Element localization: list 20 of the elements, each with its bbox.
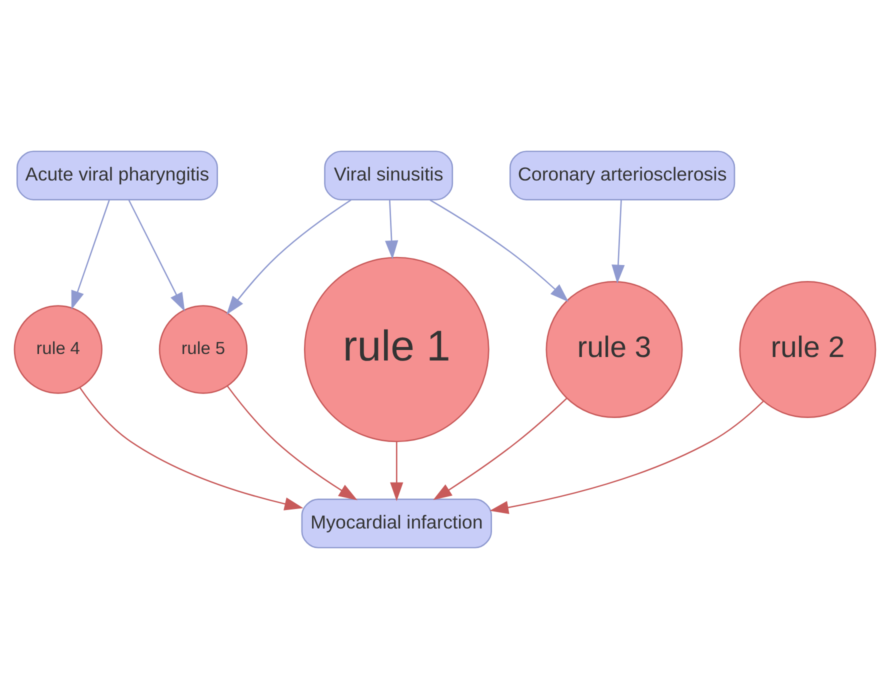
arrow [432, 397, 567, 500]
arrow [78, 386, 303, 510]
node-circle: rule 5 [158, 304, 248, 394]
arrow [489, 400, 764, 514]
node-box: Myocardial infarction [300, 498, 492, 548]
node-circle: rule 1 [303, 256, 489, 442]
node-box: Acute viral pharyngitis [16, 150, 218, 200]
node-box: Viral sinusitis [324, 150, 453, 200]
node-circle: rule 3 [545, 280, 682, 418]
arrow [390, 442, 403, 501]
node-circle: rule 2 [738, 280, 876, 418]
arrow [226, 198, 351, 314]
arrow [70, 199, 110, 310]
arrow [226, 385, 357, 500]
node-circle: rule 4 [13, 304, 102, 394]
node-box: Coronary arteriosclerosis [508, 150, 735, 200]
arrow [128, 199, 184, 312]
arrow [429, 198, 568, 302]
arrow [384, 199, 398, 259]
arrow [611, 199, 624, 284]
